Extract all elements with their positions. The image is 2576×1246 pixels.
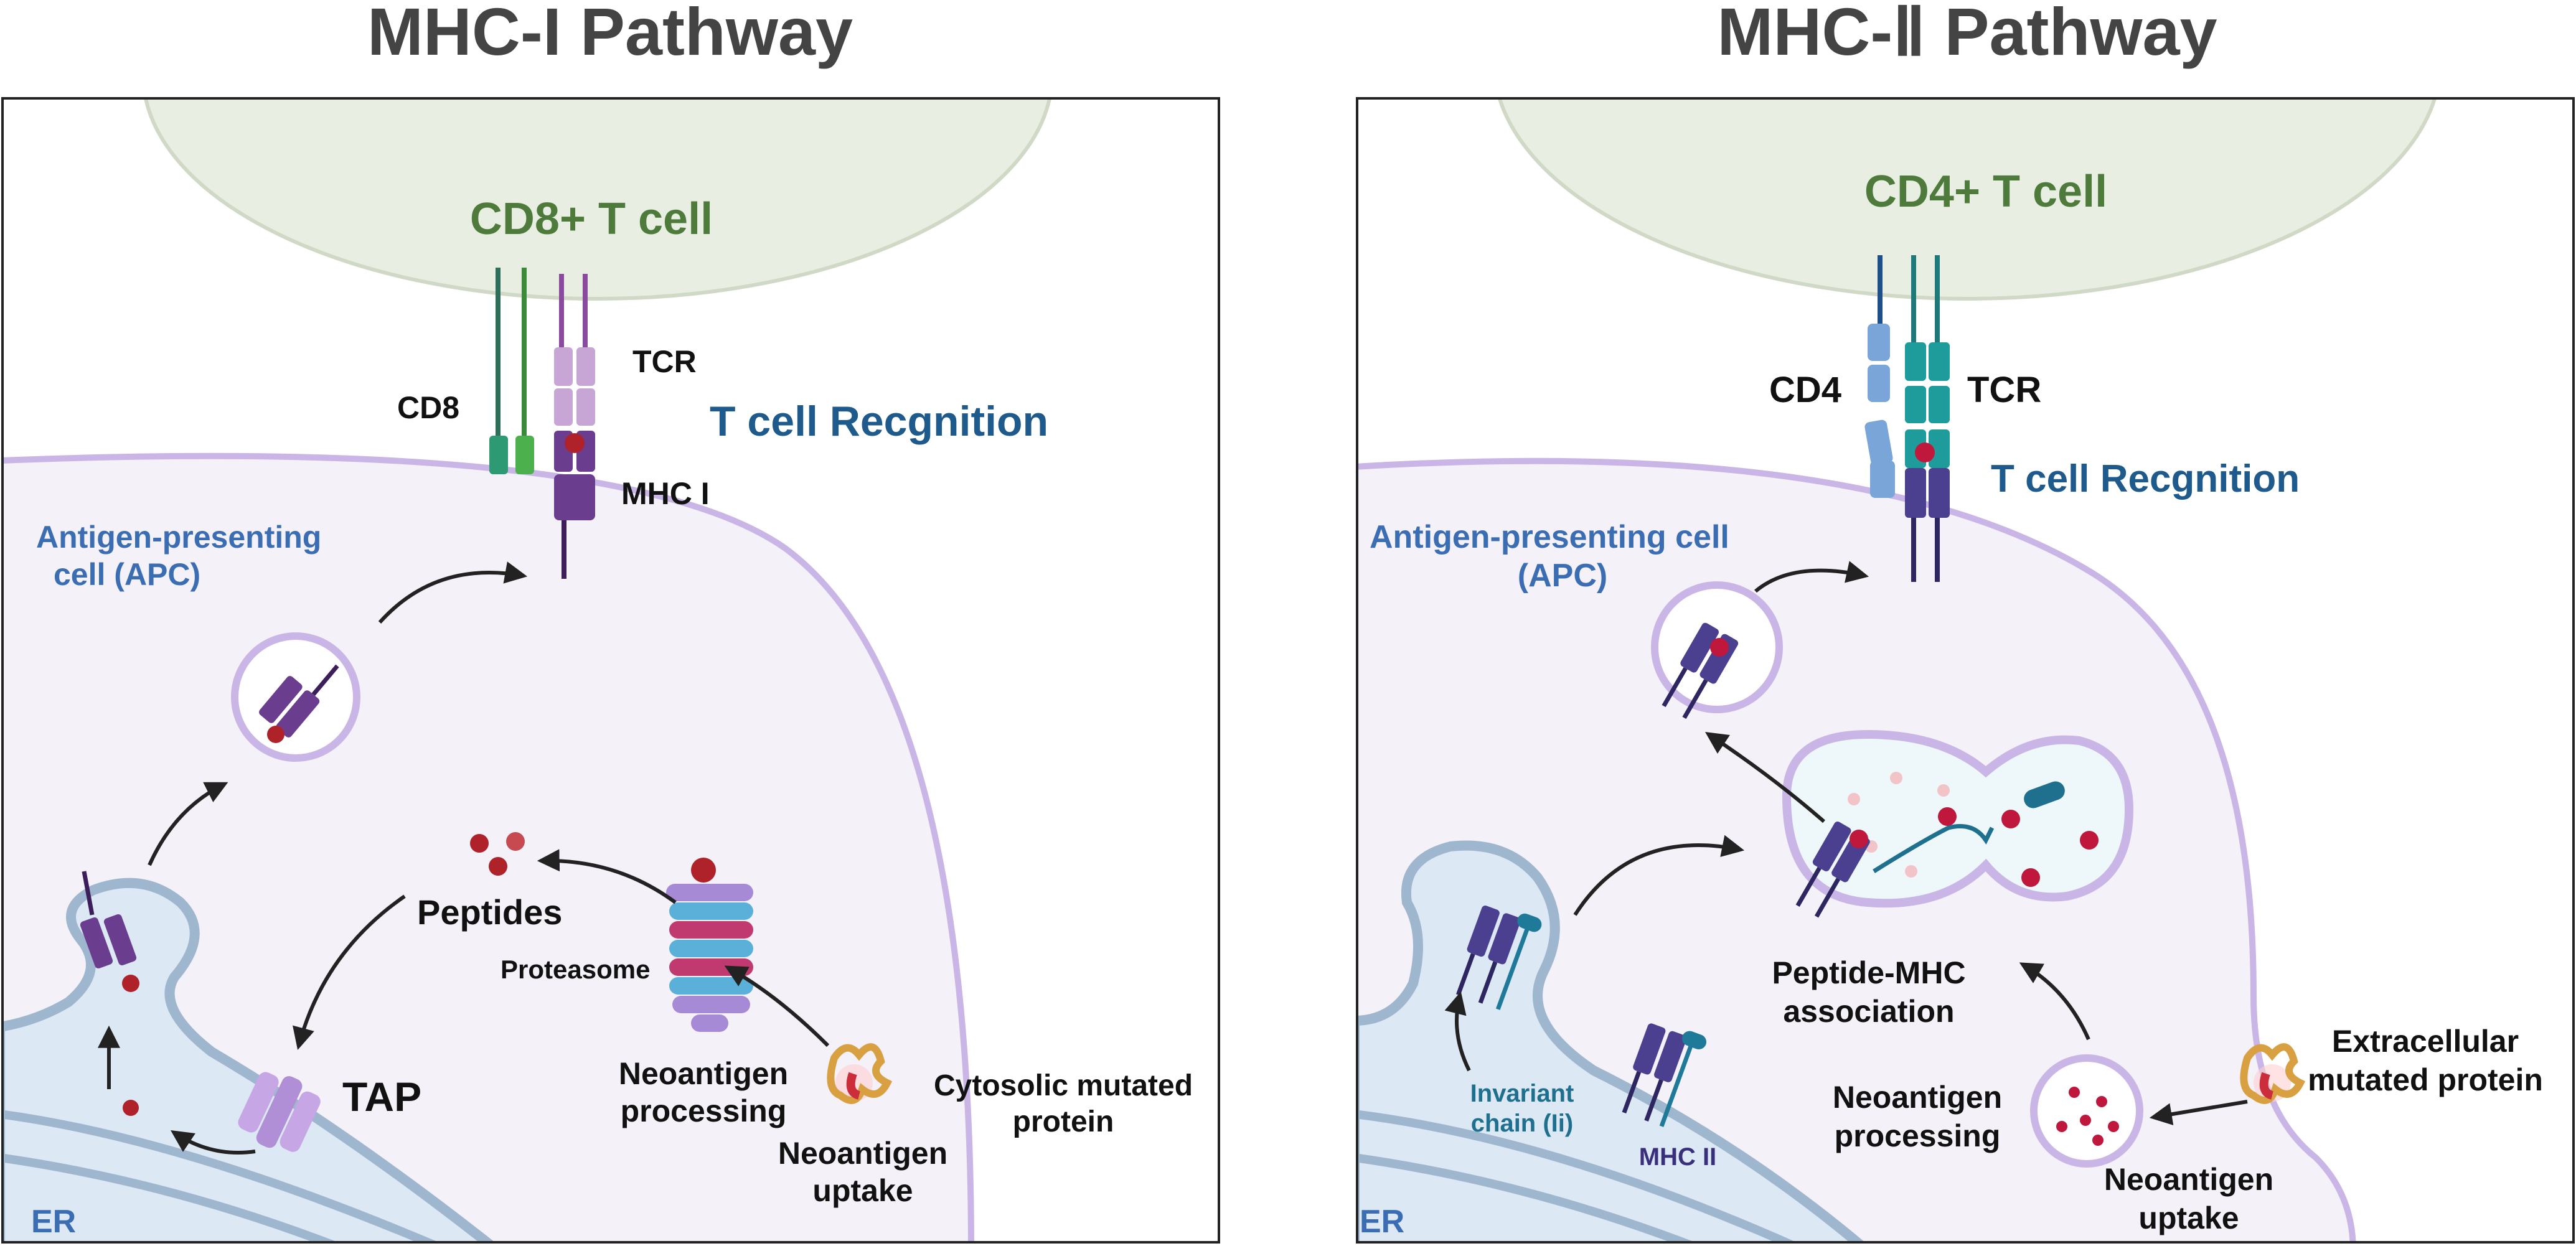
association-label-line1: Peptide-MHC — [1772, 955, 1965, 990]
cytosolic-mutated-protein — [827, 1043, 893, 1104]
cd8-coreceptor — [489, 268, 534, 474]
mhc2-molecule — [1622, 1023, 1707, 1127]
protein-label-line1: Cytosolic mutated — [934, 1069, 1193, 1102]
t-cell-recognition-label: T cell Recgnition — [710, 398, 1048, 445]
processing-label-ii-line1: Neoantigen — [1833, 1080, 2002, 1115]
invariant-chain-label-line2: chain (Ii) — [1471, 1110, 1573, 1137]
uptake-vesicle — [2030, 1054, 2143, 1168]
apc-label-line2: cell (APC) — [54, 557, 200, 592]
mhc1-label: MHC I — [621, 476, 710, 511]
cd4-label: CD4 — [1769, 370, 1841, 410]
tcr-label-ii: TCR — [1967, 370, 2041, 410]
apc-label-line1: Antigen-presenting — [36, 520, 321, 555]
t-cell-recognition-label-ii: T cell Recgnition — [1991, 457, 2300, 500]
left-panel-title: MHC-I Pathway — [367, 0, 853, 69]
tcr-label: TCR — [632, 344, 697, 379]
uptake-label-line2: uptake — [812, 1173, 913, 1208]
mhc2-panel: MHC-Ⅱ Pathway — [1356, 0, 2575, 1244]
transport-vesicle — [231, 632, 360, 762]
endosome — [1782, 729, 2134, 908]
tap-label: TAP — [342, 1074, 421, 1120]
proteasome-label: Proteasome — [501, 955, 650, 984]
tcr-mhc1-complex — [554, 274, 595, 579]
cd4-t-cell — [1497, 98, 2437, 301]
processing-label-line1: Neoantigen — [619, 1056, 788, 1091]
extracellular-label-line1: Extracellular — [2332, 1024, 2519, 1059]
extracellular-mutated-protein — [2240, 1043, 2306, 1104]
cd4-t-cell-label: CD4+ T cell — [1864, 167, 2107, 217]
er-label: ER — [31, 1204, 76, 1240]
processing-label-line2: processing — [621, 1094, 787, 1128]
mhc1-panel: MHC-I Pathway — [1, 0, 1220, 1244]
antigen-presenting-cell — [2, 452, 974, 1242]
uptake-label-line1: Neoantigen — [778, 1136, 947, 1171]
mhc2-label: MHC II — [1639, 1143, 1716, 1171]
extracellular-label-line2: mutated protein — [2308, 1062, 2543, 1097]
protein-label-line2: protein — [1013, 1105, 1114, 1138]
association-label-line2: association — [1783, 994, 1954, 1029]
tcr-mhc2-complex — [1905, 255, 1950, 582]
cd4-coreceptor — [1864, 255, 1895, 498]
tap-transporter — [238, 1072, 321, 1152]
er-label-ii: ER — [1360, 1204, 1404, 1240]
apc-label-ii-line2: (APC) — [1518, 558, 1607, 594]
invariant-chain-label-line1: Invariant — [1470, 1080, 1574, 1107]
uptake-label-ii-line2: uptake — [2138, 1201, 2239, 1235]
cd8-t-cell — [144, 98, 1051, 301]
processing-label-ii-line2: processing — [1835, 1118, 2001, 1153]
right-panel-title: MHC-Ⅱ Pathway — [1717, 0, 2217, 69]
peptides-label: Peptides — [417, 892, 562, 932]
right-panel-frame — [1356, 97, 2575, 1244]
cd8-t-cell-label: CD8+ T cell — [470, 194, 713, 244]
uptake-label-ii-line1: Neoantigen — [2104, 1162, 2273, 1197]
apc-label-ii-line1: Antigen-presenting cell — [1370, 519, 1729, 555]
left-panel-frame — [1, 97, 1220, 1244]
cd8-label: CD8 — [397, 390, 459, 425]
proteasome — [666, 860, 753, 1032]
